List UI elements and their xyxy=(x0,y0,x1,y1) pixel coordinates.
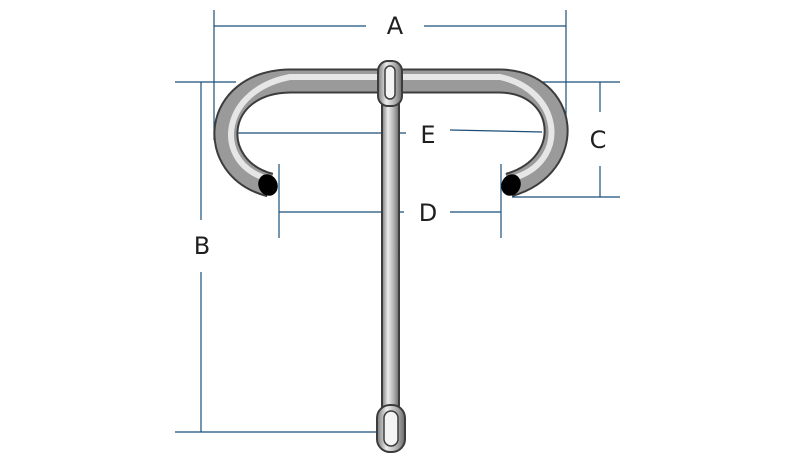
hook-tip-left xyxy=(258,174,278,196)
hook-tip-right xyxy=(501,174,521,196)
label-e: E xyxy=(420,121,435,149)
label-d: D xyxy=(419,199,437,227)
dimension-lines xyxy=(175,10,620,433)
label-c: C xyxy=(590,126,607,154)
dim-e-line-right xyxy=(449,129,543,133)
shaft-body xyxy=(381,96,400,416)
hook-bar xyxy=(213,68,569,198)
bar-hook-part xyxy=(213,60,569,453)
top-clamp-slot xyxy=(384,65,396,100)
label-a: A xyxy=(387,12,404,40)
hook-bar-body xyxy=(215,70,567,196)
top-clamp xyxy=(377,60,403,107)
shaft xyxy=(381,96,400,416)
label-b: B xyxy=(194,232,210,260)
bottom-eye-slot xyxy=(383,410,399,447)
dimension-labels: A B C D E xyxy=(194,12,607,260)
bottom-eye xyxy=(376,404,406,453)
